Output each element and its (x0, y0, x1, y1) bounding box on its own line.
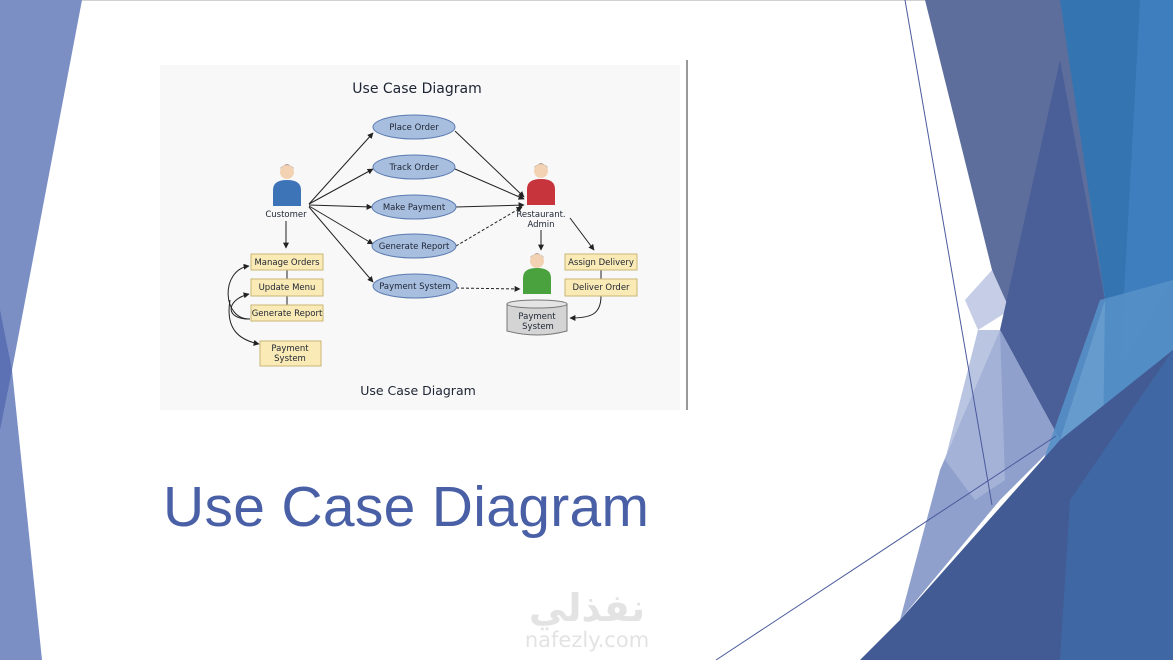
customer-label: Customer (265, 210, 307, 220)
box-assign-delivery: Assign Delivery (564, 253, 638, 271)
diagram-title: Use Case Diagram (352, 81, 481, 97)
box-manage-orders: Manage Orders (250, 253, 324, 271)
right-facet (1120, 0, 1173, 370)
accent-line (715, 435, 1057, 660)
right-facet (1000, 60, 1105, 440)
right-facet (965, 270, 1010, 330)
use-case-make-payment: Make Payment (371, 194, 457, 220)
database-icon: Payment System (506, 299, 568, 336)
svg-text:Update Menu: Update Menu (259, 283, 316, 293)
right-facet (1060, 350, 1173, 660)
box-payment-system: Payment System (259, 340, 322, 367)
svg-text:System: System (274, 354, 306, 364)
svg-text:Payment: Payment (518, 312, 556, 322)
use-case-place-order: Place Order (372, 114, 456, 140)
use-case-generate-report: Generate Report (371, 233, 457, 259)
watermark-latin: nafezly.com (524, 628, 650, 652)
right-facet (945, 330, 1005, 500)
customer-actor-icon (273, 164, 301, 206)
accent-line (904, 0, 993, 506)
svg-text:Deliver Order: Deliver Order (572, 283, 630, 293)
box-deliver-order: Deliver Order (564, 278, 638, 297)
admin-label-line2: Admin (527, 220, 554, 230)
box-generate-report: Generate Report (250, 304, 324, 322)
staff-actor-icon (523, 253, 551, 294)
left-facet (0, 0, 82, 660)
admin-label-line1: Restaurant. (516, 210, 565, 220)
svg-text:Payment: Payment (271, 344, 309, 354)
svg-text:Place Order: Place Order (389, 123, 439, 133)
svg-text:Generate Report: Generate Report (379, 242, 450, 252)
svg-text:Payment System: Payment System (379, 282, 451, 292)
watermark-logo: نفذلي nafezly.com (517, 588, 657, 652)
slide-title: Use Case Diagram (163, 475, 650, 539)
use-case-payment-system: Payment System (372, 273, 458, 299)
left-facet-dark (0, 310, 12, 430)
svg-text:Make Payment: Make Payment (383, 203, 446, 213)
svg-text:Assign Delivery: Assign Delivery (568, 258, 634, 268)
svg-text:System: System (522, 322, 554, 332)
watermark-arabic: نفذلي (528, 586, 646, 630)
svg-text:Generate Report: Generate Report (252, 309, 323, 319)
svg-text:Manage Orders: Manage Orders (254, 258, 320, 268)
svg-text:Track Order: Track Order (388, 163, 439, 173)
admin-actor-icon (527, 163, 555, 205)
use-case-track-order: Track Order (372, 154, 456, 180)
diagram-caption: Use Case Diagram (360, 383, 476, 398)
box-update-menu: Update Menu (250, 278, 324, 297)
